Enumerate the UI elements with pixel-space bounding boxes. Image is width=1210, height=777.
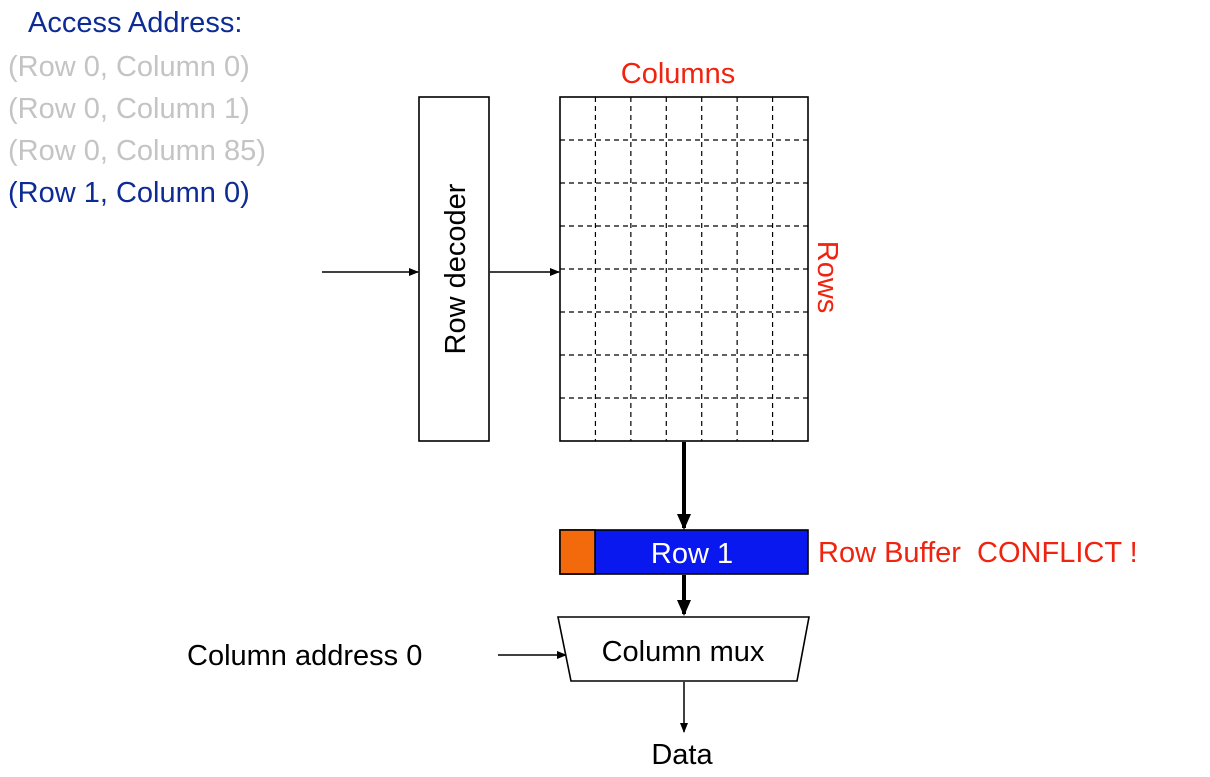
row-buffer-status: Row Buffer CONFLICT ! [818,537,1138,569]
access-address-panel: Access Address: (Row 0, Column 0) (Row 0… [8,7,266,209]
cell-array-grid [560,97,808,441]
column-address-label: Column address 0 [187,640,422,672]
access-address-item: (Row 0, Column 1) [8,93,250,125]
rows-label: Rows [811,241,843,314]
row-decoder: Row decoder [418,96,490,442]
row-buffer-selected-cell [559,529,596,575]
access-address-item: (Row 0, Column 0) [8,51,250,83]
row-buffer-content: Row 1 [651,538,733,570]
column-mux: Column mux [557,616,810,682]
row-buffer-body [559,529,809,575]
cell-array-border [559,96,809,442]
row-decoder-label: Row decoder [440,183,472,354]
row-decoder-box [418,96,490,442]
access-address-current: (Row 1, Column 0) [8,177,250,209]
columns-label: Columns [621,58,735,90]
access-address-item: (Row 0, Column 85) [8,135,266,167]
row-buffer: Row 1 [559,529,809,575]
column-mux-label: Column mux [602,636,765,668]
access-address-heading: Access Address: [28,7,242,39]
column-mux-shape [557,616,810,682]
cell-array [559,96,809,442]
data-output-label: Data [651,739,713,771]
